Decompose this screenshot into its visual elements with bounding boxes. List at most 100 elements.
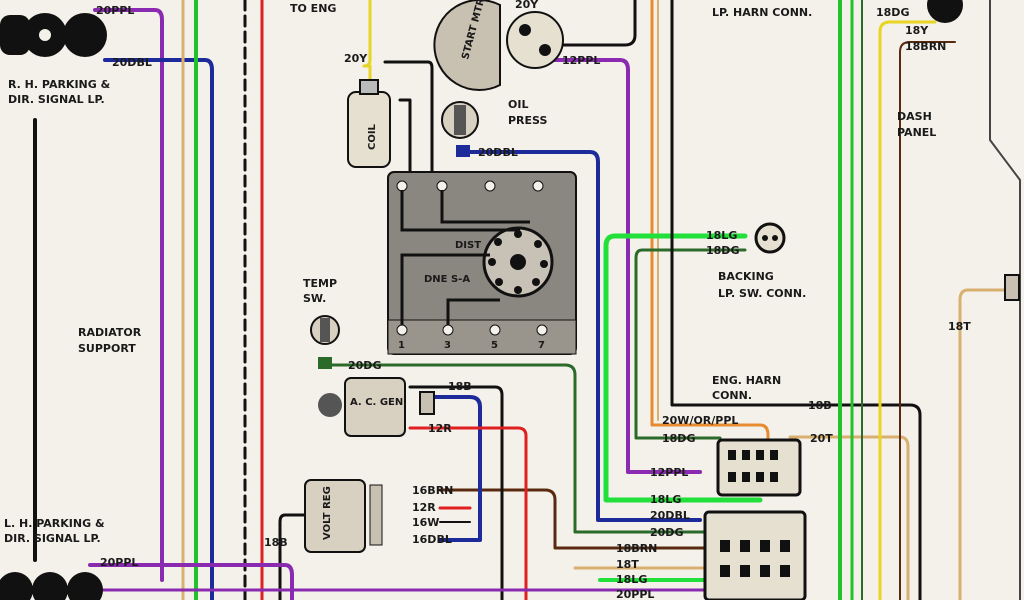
- distributor: [387, 171, 577, 355]
- dark-blue-wire-left: [103, 58, 214, 600]
- oil-press-label-2: PRESS: [508, 114, 547, 127]
- light-green-18lg-wire: [603, 233, 763, 503]
- wire-label-20dbl-mid: 20DBL: [650, 509, 690, 522]
- radiator-label-1: RADIATOR: [78, 326, 142, 339]
- voltage-regulator: [304, 479, 383, 553]
- wire-label-20dg-temp: 20DG: [348, 359, 381, 372]
- wire-label-18dg-mid: 18DG: [662, 432, 695, 445]
- engine-harness-connector: [716, 438, 802, 497]
- wire-label-20dbl-oil: 20DBL: [478, 146, 518, 159]
- dist-term-5: 5: [491, 340, 498, 351]
- eng-harn-label-1: ENG. HARN: [712, 374, 781, 387]
- dash-label-2: PANEL: [897, 126, 936, 139]
- lp-harn-label: LP. HARN CONN.: [712, 6, 812, 19]
- volt-reg-label: VOLT REG: [322, 486, 333, 540]
- bulkhead-connector: [703, 510, 807, 600]
- wire-label-20dg-mid: 20DG: [650, 526, 683, 539]
- black-18b-wire: [670, 0, 922, 600]
- tan-18t-right-wire: [958, 288, 1017, 600]
- start-motor-black-wire: [558, 0, 637, 47]
- wire-label-12r-gen: 12R: [428, 422, 452, 435]
- wire-label-12ppl-top: 12PPL: [562, 54, 600, 67]
- wire-label-18dg-top: 18DG: [876, 6, 909, 19]
- backing-label-2: LP. SW. CONN.: [718, 287, 806, 300]
- wire-label-18lg: 18LG: [706, 229, 737, 242]
- wire-label-18brn-top: 18BRN: [905, 40, 946, 53]
- dash-panel-line: [989, 0, 1021, 600]
- wire-label-20dbl-top: 20DBL: [112, 56, 152, 69]
- wire-label-18b-right: 18B: [808, 399, 832, 412]
- lh-parking-lamp-connector: [0, 572, 103, 600]
- gen-black-wire: [408, 385, 504, 600]
- reg-black-wire: [278, 513, 307, 600]
- backing-lamp-switch: [754, 222, 786, 254]
- coil-black-wire: [383, 60, 434, 242]
- lh-parking-label-1: L. H. PARKING &: [4, 517, 105, 530]
- oil-press-blue-wire: [463, 150, 702, 522]
- wire-label-12r-reg: 12R: [412, 501, 436, 514]
- ac-gen-label: A. C. GEN.: [350, 397, 407, 408]
- tan-20t-wire: [788, 435, 910, 600]
- purple-12ppl-wire: [543, 58, 702, 474]
- temp-sw-label-2: SW.: [303, 292, 326, 305]
- wire-label-18brn: 18BRN: [616, 542, 657, 555]
- dist-term-3: 3: [444, 340, 451, 351]
- wire-label-18dg: 18DG: [706, 244, 739, 257]
- lamp-harness-connector-top: [927, 0, 963, 23]
- wire-label-20w-or-ppl: 20W/OR/PPL: [662, 414, 738, 427]
- oil-press-label-1: OIL: [508, 98, 528, 111]
- start-motor: [433, 0, 564, 91]
- yellow-wire-right: [878, 20, 937, 600]
- wire-label-16w: 16W: [412, 516, 439, 529]
- rh-parking-label-2: DIR. SIGNAL LP.: [8, 93, 105, 106]
- right-18t-connector: [1004, 274, 1020, 301]
- rh-parking-label-1: R. H. PARKING &: [8, 78, 111, 91]
- backing-label-1: BACKING: [718, 270, 774, 283]
- wire-label-20ppl-bottom-right: 20PPL: [616, 588, 654, 600]
- wire-label-20ppl-bottom: 20PPL: [100, 556, 138, 569]
- wire-label-12ppl-mid: 12PPL: [650, 466, 688, 479]
- wire-label-20ppl-top: 20PPL: [96, 4, 134, 17]
- temp-sw-label-1: TEMP: [303, 277, 337, 290]
- to-eng-label: TO ENG: [290, 2, 336, 15]
- purple-bottom-wire: [88, 563, 294, 600]
- coil-to-dist-wire: [398, 98, 412, 177]
- wire-label-18b-left: 18B: [264, 536, 288, 549]
- oil-press-sender: [441, 101, 479, 157]
- wire-label-20t: 20T: [810, 432, 833, 445]
- temp-switch: [310, 315, 340, 369]
- dist-label: DIST: [455, 240, 481, 251]
- coil-label: COIL: [367, 123, 378, 150]
- wire-label-16dbl: 16DBL: [412, 533, 452, 546]
- wire-label-18t-right: 18T: [948, 320, 971, 333]
- purple-wire-left: [93, 8, 164, 582]
- brown-18brn-wire: [438, 488, 722, 550]
- eng-harn-label-2: CONN.: [712, 389, 752, 402]
- brown-wire-right: [899, 41, 956, 600]
- lh-parking-label-2: DIR. SIGNAL LP.: [4, 532, 101, 545]
- dist-term-1: 1: [398, 340, 405, 351]
- dark-green-18dg-wire: [634, 248, 747, 440]
- wire-label-18y: 18Y: [905, 24, 929, 37]
- dist-term-7: 7: [538, 340, 545, 351]
- wire-label-18lg-mid: 18LG: [650, 493, 681, 506]
- radiator-label-2: SUPPORT: [78, 342, 136, 355]
- wire-label-18t-bottom: 18T: [616, 558, 639, 571]
- dist-back-label: DNE S-A: [424, 274, 470, 285]
- orange-wire: [650, 0, 770, 492]
- wire-label-20y-coil: 20Y: [344, 52, 368, 65]
- yellow-wire-to-eng: [362, 0, 372, 92]
- dash-label-1: DASH: [897, 110, 932, 123]
- gen-red-wire: [408, 426, 528, 600]
- coil: [347, 79, 391, 168]
- dark-green-20dg-wire: [323, 363, 722, 534]
- wire-label-18b-gen: 18B: [448, 380, 472, 393]
- wire-label-20y-top: 20Y: [515, 0, 539, 11]
- gen-blue-wire: [428, 395, 482, 542]
- ac-generator: [318, 377, 435, 437]
- wire-label-16brn: 16BRN: [412, 484, 453, 497]
- rh-parking-lamp-connector: [0, 13, 107, 57]
- wire-label-18lg-bottom: 18LG: [616, 573, 647, 586]
